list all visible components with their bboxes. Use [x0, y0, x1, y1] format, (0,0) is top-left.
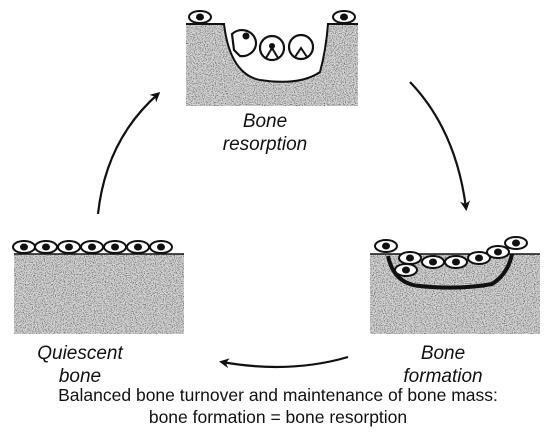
- osteoclast-icon: [232, 30, 256, 56]
- quiescent-bone-label: Quiescent bone: [20, 342, 140, 388]
- osteoblast-icon: [422, 256, 444, 268]
- label-line: Bone: [378, 342, 508, 365]
- lining-cell-icon: [81, 241, 103, 253]
- lining-cell-icon: [13, 241, 35, 253]
- label-line: Quiescent: [20, 342, 140, 365]
- lining-cell-icon: [104, 241, 126, 253]
- caption-line: bone formation = bone resorption: [0, 406, 556, 428]
- arrow-quiescent-to-resorption: [98, 94, 158, 214]
- osteoblast-icon: [505, 237, 527, 249]
- osteoclast-icon: [289, 35, 313, 59]
- diagram-caption: Balanced bone turnover and maintenance o…: [0, 384, 556, 428]
- quiescent-bone-block: [14, 254, 184, 334]
- osteoblast-icon: [445, 256, 467, 268]
- arrow-formation-to-quiescent: [222, 357, 348, 367]
- osteoblast-icon: [487, 246, 509, 258]
- osteoblast-icon: [375, 240, 397, 252]
- caption-line: Balanced bone turnover and maintenance o…: [0, 384, 556, 406]
- osteoclast-icon: [260, 36, 284, 60]
- lining-cell-icon: [333, 11, 355, 23]
- label-line: Bone: [200, 110, 330, 133]
- label-line: resorption: [200, 133, 330, 156]
- lining-cell-icon: [35, 241, 57, 253]
- lining-cell-icon: [127, 241, 149, 253]
- lining-cell-icon: [189, 11, 211, 23]
- osteoblast-icon: [399, 252, 421, 264]
- lining-cell-icon: [58, 241, 80, 253]
- bone-resorption-label: Bone resorption: [200, 110, 330, 156]
- bone-formation-label: Bone formation: [378, 342, 508, 388]
- arrow-resorption-to-formation: [410, 82, 466, 208]
- osteoblast-icon: [395, 264, 417, 276]
- lining-cell-icon: [150, 241, 172, 253]
